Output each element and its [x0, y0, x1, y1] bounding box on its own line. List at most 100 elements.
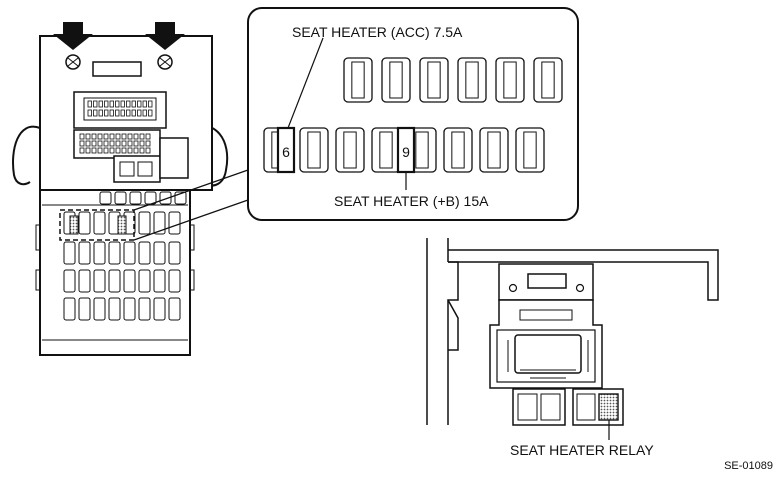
- relay-small-2: [159, 137, 189, 179]
- figure-code: SE-01089: [724, 460, 773, 472]
- small-fuse: [138, 211, 151, 235]
- connector-pin: [91, 147, 97, 154]
- connector-pin: [139, 133, 145, 140]
- small-fuse: [153, 297, 166, 321]
- small-fuse-top: [114, 191, 127, 205]
- connector-pin: [127, 147, 133, 154]
- connector-pin: [115, 109, 120, 117]
- connector-pin: [97, 147, 103, 154]
- connector-pin: [121, 133, 127, 140]
- small-fuse: [78, 241, 91, 265]
- connector-pin: [85, 147, 91, 154]
- connector-pin: [145, 140, 151, 147]
- connector-pin: [148, 109, 153, 117]
- fuse-slot-inner: [427, 61, 441, 99]
- small-fuse: [93, 211, 106, 235]
- connector-pin: [109, 133, 115, 140]
- fuse-slot-inner: [541, 61, 555, 99]
- small-fuse-top: [129, 191, 142, 205]
- connector-pin: [115, 133, 121, 140]
- label-seat-heater-relay: SEAT HEATER RELAY: [510, 442, 654, 458]
- small-fuse: [153, 241, 166, 265]
- connector-pin: [137, 109, 142, 117]
- left-hook: [12, 125, 41, 186]
- small-fuse: [168, 241, 181, 265]
- leader-acc: [287, 37, 324, 129]
- connector-pin: [91, 133, 97, 140]
- connector-pin: [137, 100, 142, 108]
- fuse-slot-inner: [389, 61, 403, 99]
- connector-pin: [87, 109, 92, 117]
- connector-pin: [145, 133, 151, 140]
- connector-pin: [104, 109, 109, 117]
- small-fuse: [138, 269, 151, 293]
- connector-pin: [87, 100, 92, 108]
- connector-pin: [133, 133, 139, 140]
- small-fuse-top: [159, 191, 172, 205]
- small-fuse: [108, 269, 121, 293]
- fuse-slot-inner: [379, 131, 393, 169]
- connector-pin: [85, 133, 91, 140]
- label-seat-heater-b: SEAT HEATER (+B) 15A: [334, 193, 489, 209]
- connector-pin: [145, 147, 151, 154]
- connector-pin: [91, 140, 97, 147]
- connector-pin: [121, 147, 127, 154]
- fuse-6: [276, 126, 296, 174]
- fuse-slot-inner: [451, 131, 465, 169]
- connector-pin: [109, 140, 115, 147]
- connector-pin: [148, 100, 153, 108]
- connector-pin: [126, 100, 131, 108]
- small-fuse: [78, 297, 91, 321]
- small-fuse: [123, 269, 136, 293]
- junction-block: [12, 35, 229, 356]
- small-fuse: [93, 297, 106, 321]
- small-fuse-top: [99, 191, 112, 205]
- fuse-number-9: 9: [402, 144, 410, 160]
- connector-pin: [85, 140, 91, 147]
- small-fuse: [108, 241, 121, 265]
- fuse-slot-inner: [465, 61, 479, 99]
- small-fuse: [123, 297, 136, 321]
- small-fuse: [168, 269, 181, 293]
- connector-pin: [131, 109, 136, 117]
- small-fuse: [93, 269, 106, 293]
- small-fuse: [63, 269, 76, 293]
- bracket: [448, 249, 719, 301]
- connector-pin: [104, 100, 109, 108]
- connector-pin: [79, 133, 85, 140]
- callout-lines: [133, 169, 249, 241]
- top-slot: [92, 61, 142, 77]
- small-fuse-top: [144, 191, 157, 205]
- small-fuse: [108, 297, 121, 321]
- fuse-slot-inner: [503, 61, 517, 99]
- connector-pin: [109, 100, 114, 108]
- connector-pin: [139, 147, 145, 154]
- connector-pin: [142, 109, 147, 117]
- enlarged-fuse-view: 6 9 SEAT HEATER (ACC) 7.5A SEAT HEATER (…: [247, 7, 579, 221]
- fuse-slot-inner: [351, 61, 365, 99]
- arrows: [53, 22, 185, 50]
- connector-pin: [115, 100, 120, 108]
- label-seat-heater-acc: SEAT HEATER (ACC) 7.5A: [292, 24, 463, 40]
- connector-pin: [97, 140, 103, 147]
- relay-body: [514, 334, 582, 374]
- connector-pin: [131, 100, 136, 108]
- connector-pin: [97, 133, 103, 140]
- seat-heater-relay: [598, 393, 619, 421]
- fuse-number-6: 6: [282, 144, 290, 160]
- connector-pin: [139, 140, 145, 147]
- connector-pin: [127, 133, 133, 140]
- highlighted-fuse-6-small: [69, 215, 79, 235]
- panel-clips: [35, 224, 195, 291]
- connector-pin: [98, 109, 103, 117]
- relay-location-view: SEAT HEATER RELAY: [426, 238, 719, 458]
- connector-pin: [79, 140, 85, 147]
- fuse-slot-inner: [307, 131, 321, 169]
- small-fuse: [168, 211, 181, 235]
- small-fuse: [78, 269, 91, 293]
- connector-pin: [109, 147, 115, 154]
- small-fuse: [123, 241, 136, 265]
- connector-pin: [127, 140, 133, 147]
- fuse-slot-inner: [415, 131, 429, 169]
